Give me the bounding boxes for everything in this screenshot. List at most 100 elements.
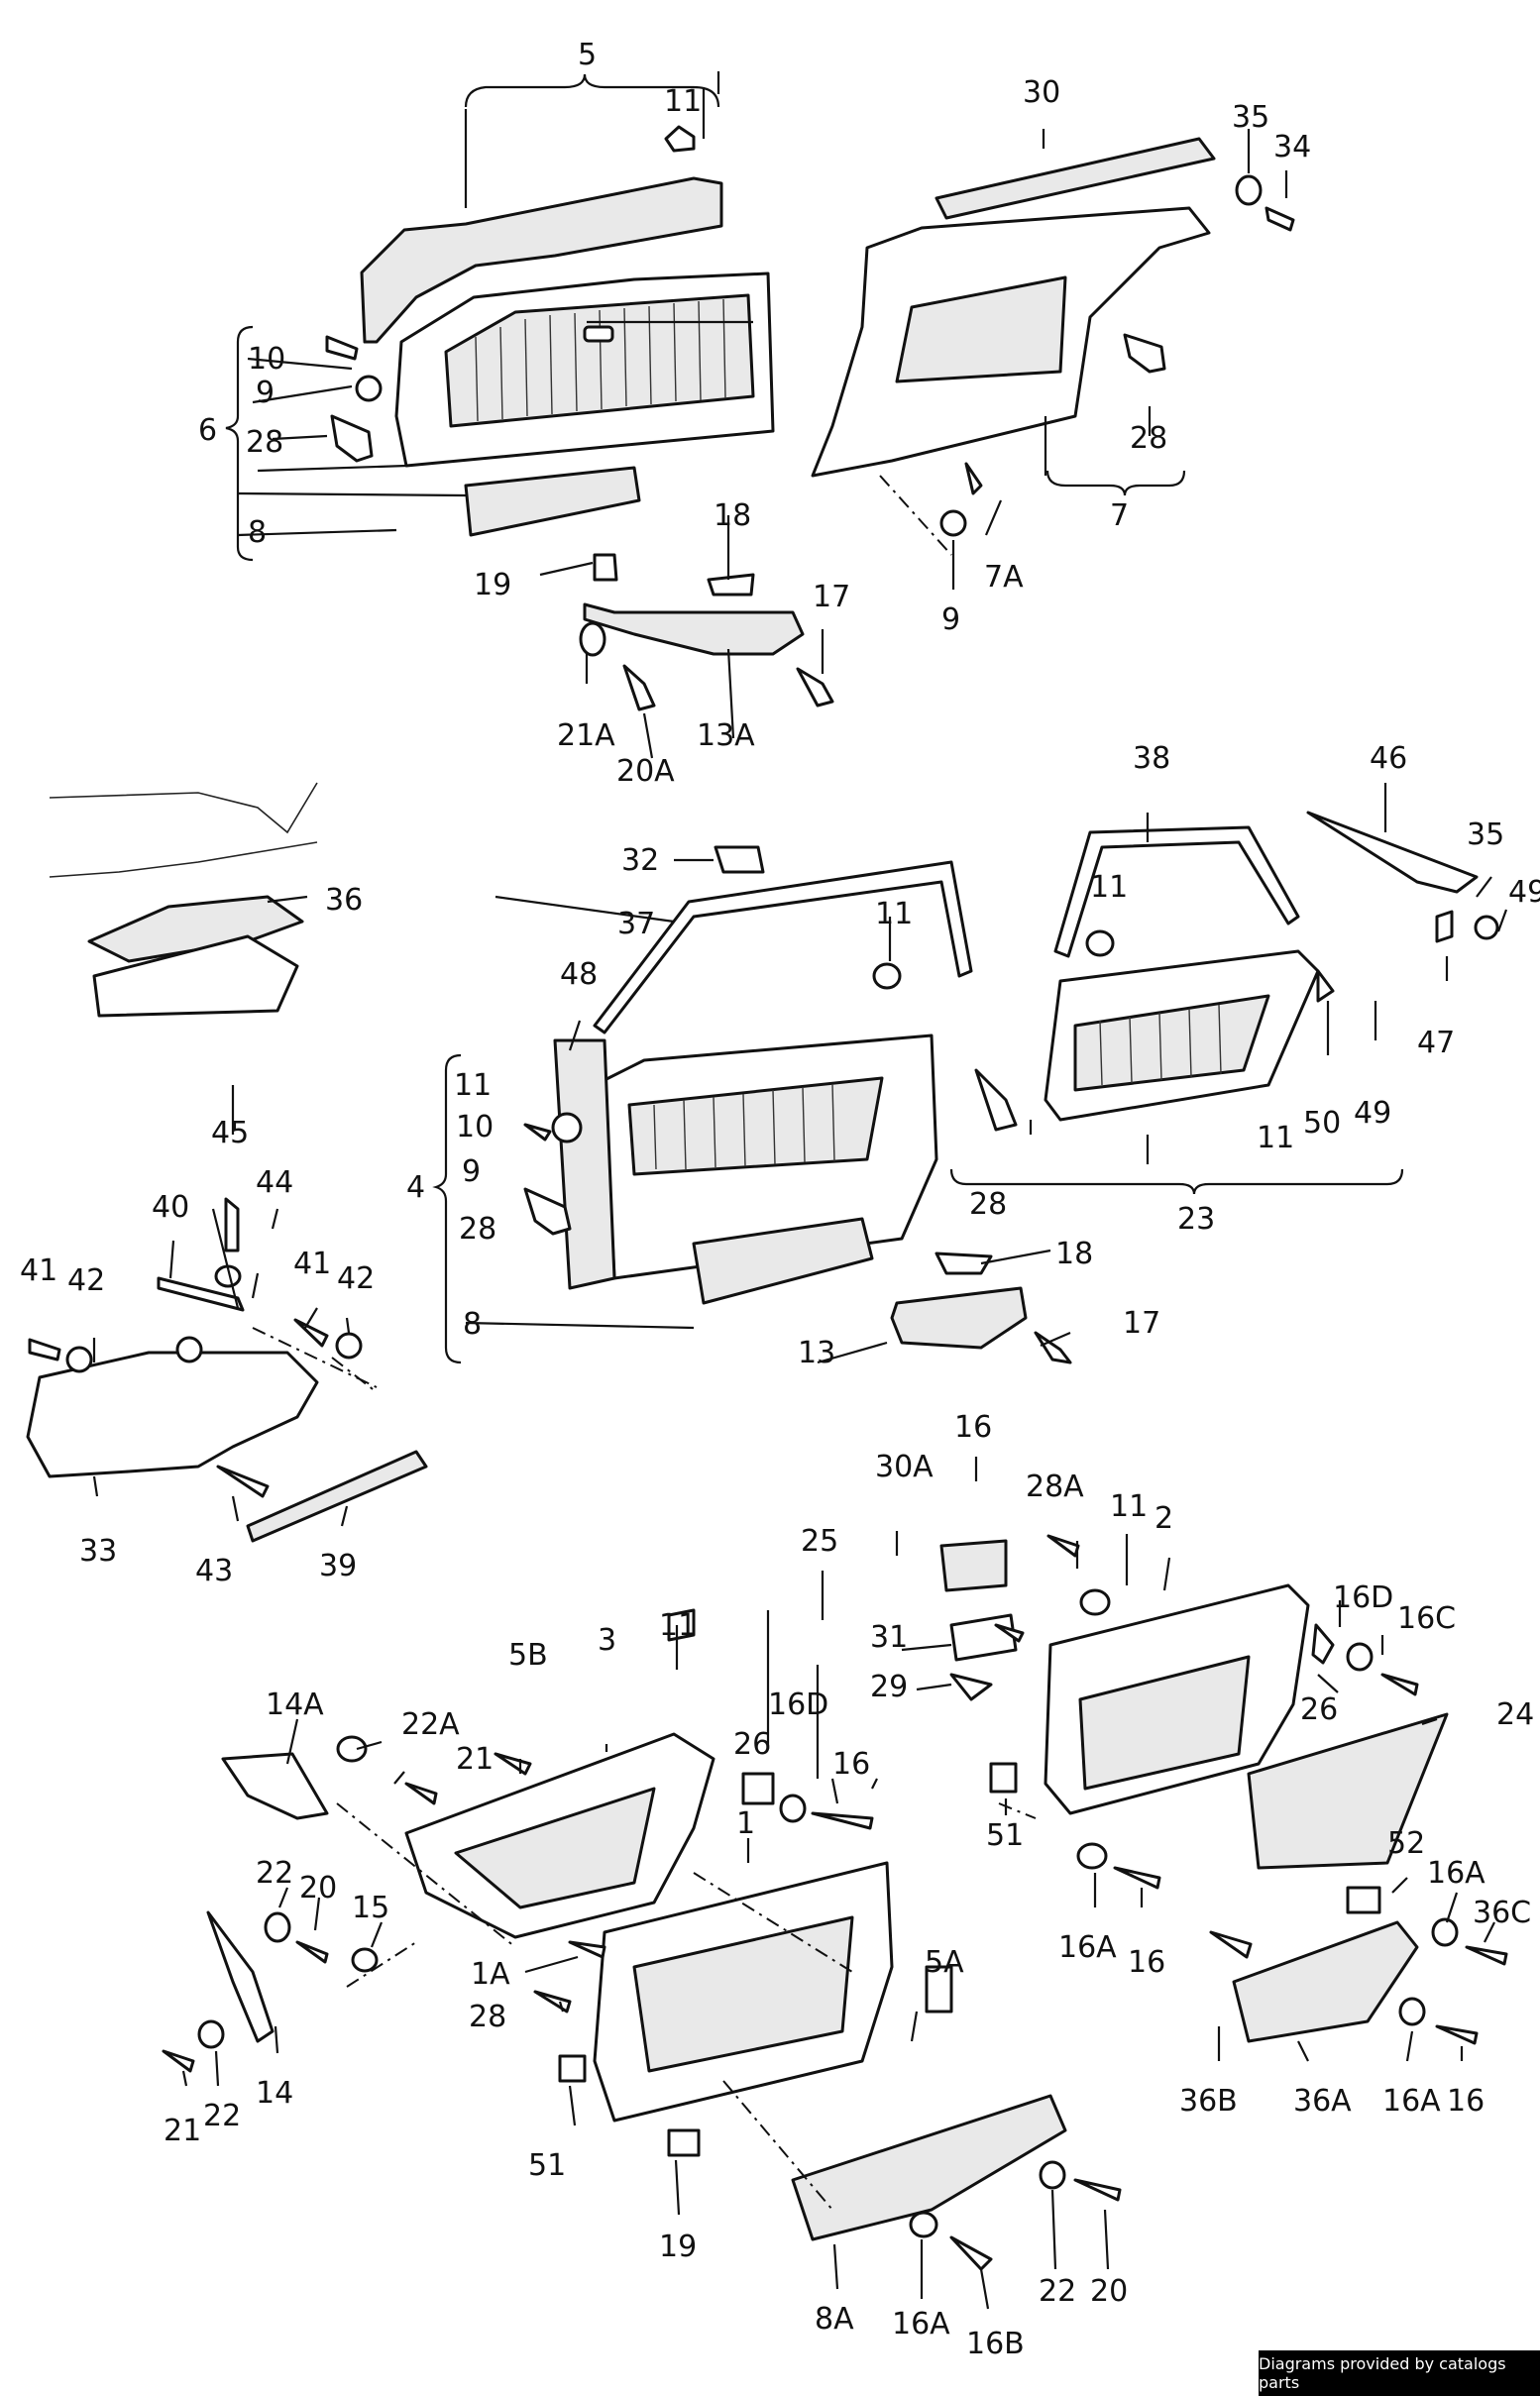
label: 41 (20, 1253, 57, 1288)
label: 11 (664, 84, 702, 119)
label: 5A (925, 1945, 964, 1980)
label: 33 (79, 1534, 117, 1569)
label: 13 (798, 1336, 835, 1370)
clip-32 (714, 845, 765, 874)
label: 11 (1257, 1121, 1294, 1155)
label: 35 (1232, 100, 1269, 135)
label: 49 (1354, 1096, 1391, 1131)
door-panel-assembly-2 (939, 1534, 1449, 1890)
label: 32 (621, 843, 659, 878)
label: 36 (325, 883, 363, 918)
label: 34 (1273, 130, 1311, 164)
label: 17 (813, 580, 850, 614)
label: 26 (1300, 1692, 1338, 1727)
label: 22A (401, 1707, 460, 1742)
trim-strip-30 (935, 137, 1216, 220)
label: 11 (454, 1068, 492, 1103)
label: 11 (875, 897, 913, 931)
label: 11 (659, 1608, 697, 1643)
label: 16A (1382, 2084, 1441, 2119)
label: 30 (1023, 75, 1060, 110)
label: 18 (714, 498, 751, 533)
label: 45 (211, 1116, 249, 1150)
label: 52 (1387, 1826, 1425, 1861)
label: 29 (870, 1670, 908, 1704)
label: 14A (266, 1688, 324, 1722)
label: 2 (1155, 1501, 1173, 1536)
label: 37 (617, 907, 655, 941)
label: 16A (1427, 1856, 1485, 1891)
label: 28A (1026, 1470, 1084, 1504)
label: 38 (1133, 741, 1170, 776)
quarter-window-46 (1306, 811, 1479, 894)
label: 15 (352, 1891, 389, 1925)
label: 16 (832, 1747, 870, 1782)
label: 20 (299, 1871, 337, 1906)
label: 7 (1110, 498, 1129, 533)
label: 17 (1123, 1306, 1160, 1341)
label: 42 (337, 1261, 375, 1296)
label: 44 (256, 1165, 293, 1200)
label: 22 (1039, 2274, 1076, 2309)
label: 48 (560, 957, 598, 992)
armrest-36A (1209, 1886, 1508, 2045)
label: 50 (1303, 1106, 1341, 1141)
leader-lines (92, 71, 1508, 2310)
label: 23 (1177, 1202, 1215, 1237)
label: 24 (1496, 1697, 1534, 1732)
label: 39 (319, 1549, 357, 1583)
brackets (225, 73, 1404, 1364)
label: 16 (954, 1410, 992, 1445)
label: 26 (733, 1727, 771, 1762)
door-pocket-8-lower (692, 1217, 874, 1305)
label: 9 (462, 1154, 481, 1189)
label: 22 (256, 1856, 293, 1891)
label: 40 (152, 1190, 189, 1225)
label: 21 (164, 2114, 201, 2148)
dashboard-section-36 (49, 782, 318, 1018)
label: 25 (801, 1524, 838, 1559)
upper-trim-5 (360, 176, 723, 344)
footer-credit: Diagrams provided by catalogs parts (1259, 2350, 1540, 2396)
label: 11 (1090, 870, 1128, 905)
label: 11 (1110, 1489, 1148, 1524)
pocket-8A (791, 2094, 1067, 2241)
label: 21 (456, 1742, 494, 1777)
window-seal-38 (1053, 825, 1300, 958)
label: 16 (1128, 1945, 1165, 1980)
label: 47 (1417, 1026, 1455, 1060)
front-door-panel-assembly-6 (325, 125, 775, 537)
label: 51 (986, 1818, 1024, 1853)
label: 1 (736, 1806, 755, 1841)
label: 3 (598, 1623, 616, 1658)
label: 9 (941, 602, 960, 637)
label: 19 (474, 568, 511, 602)
front-door-panel-assembly-4 (523, 845, 973, 1305)
label: 7A (984, 560, 1024, 595)
label: 10 (248, 342, 285, 377)
label: 16C (1397, 1601, 1456, 1636)
label: 5B (508, 1638, 548, 1673)
door-pocket-8 (464, 466, 641, 537)
label: 16 (1447, 2084, 1485, 2119)
label: 36C (1473, 1896, 1531, 1930)
alignment-lines (252, 475, 1037, 2211)
rear-door-panel-assembly-23 (974, 811, 1499, 1132)
label: 9 (256, 376, 275, 410)
door-panel-assembly-3-1 (162, 1608, 1122, 2271)
label: 22 (203, 2099, 241, 2133)
label: 36B (1179, 2084, 1238, 2119)
label: 13A (697, 718, 755, 753)
label: 31 (870, 1620, 908, 1655)
label: 8 (463, 1307, 482, 1342)
label: 18 (1055, 1237, 1093, 1271)
label: 5 (578, 38, 597, 72)
label: 21A (557, 718, 615, 753)
label: 28 (469, 2000, 506, 2034)
label: 42 (67, 1263, 105, 1298)
label: 41 (293, 1247, 331, 1281)
rear-door-panel-assembly-7 (811, 137, 1295, 537)
label: 16D (1333, 1580, 1393, 1615)
label: 28 (246, 425, 283, 460)
